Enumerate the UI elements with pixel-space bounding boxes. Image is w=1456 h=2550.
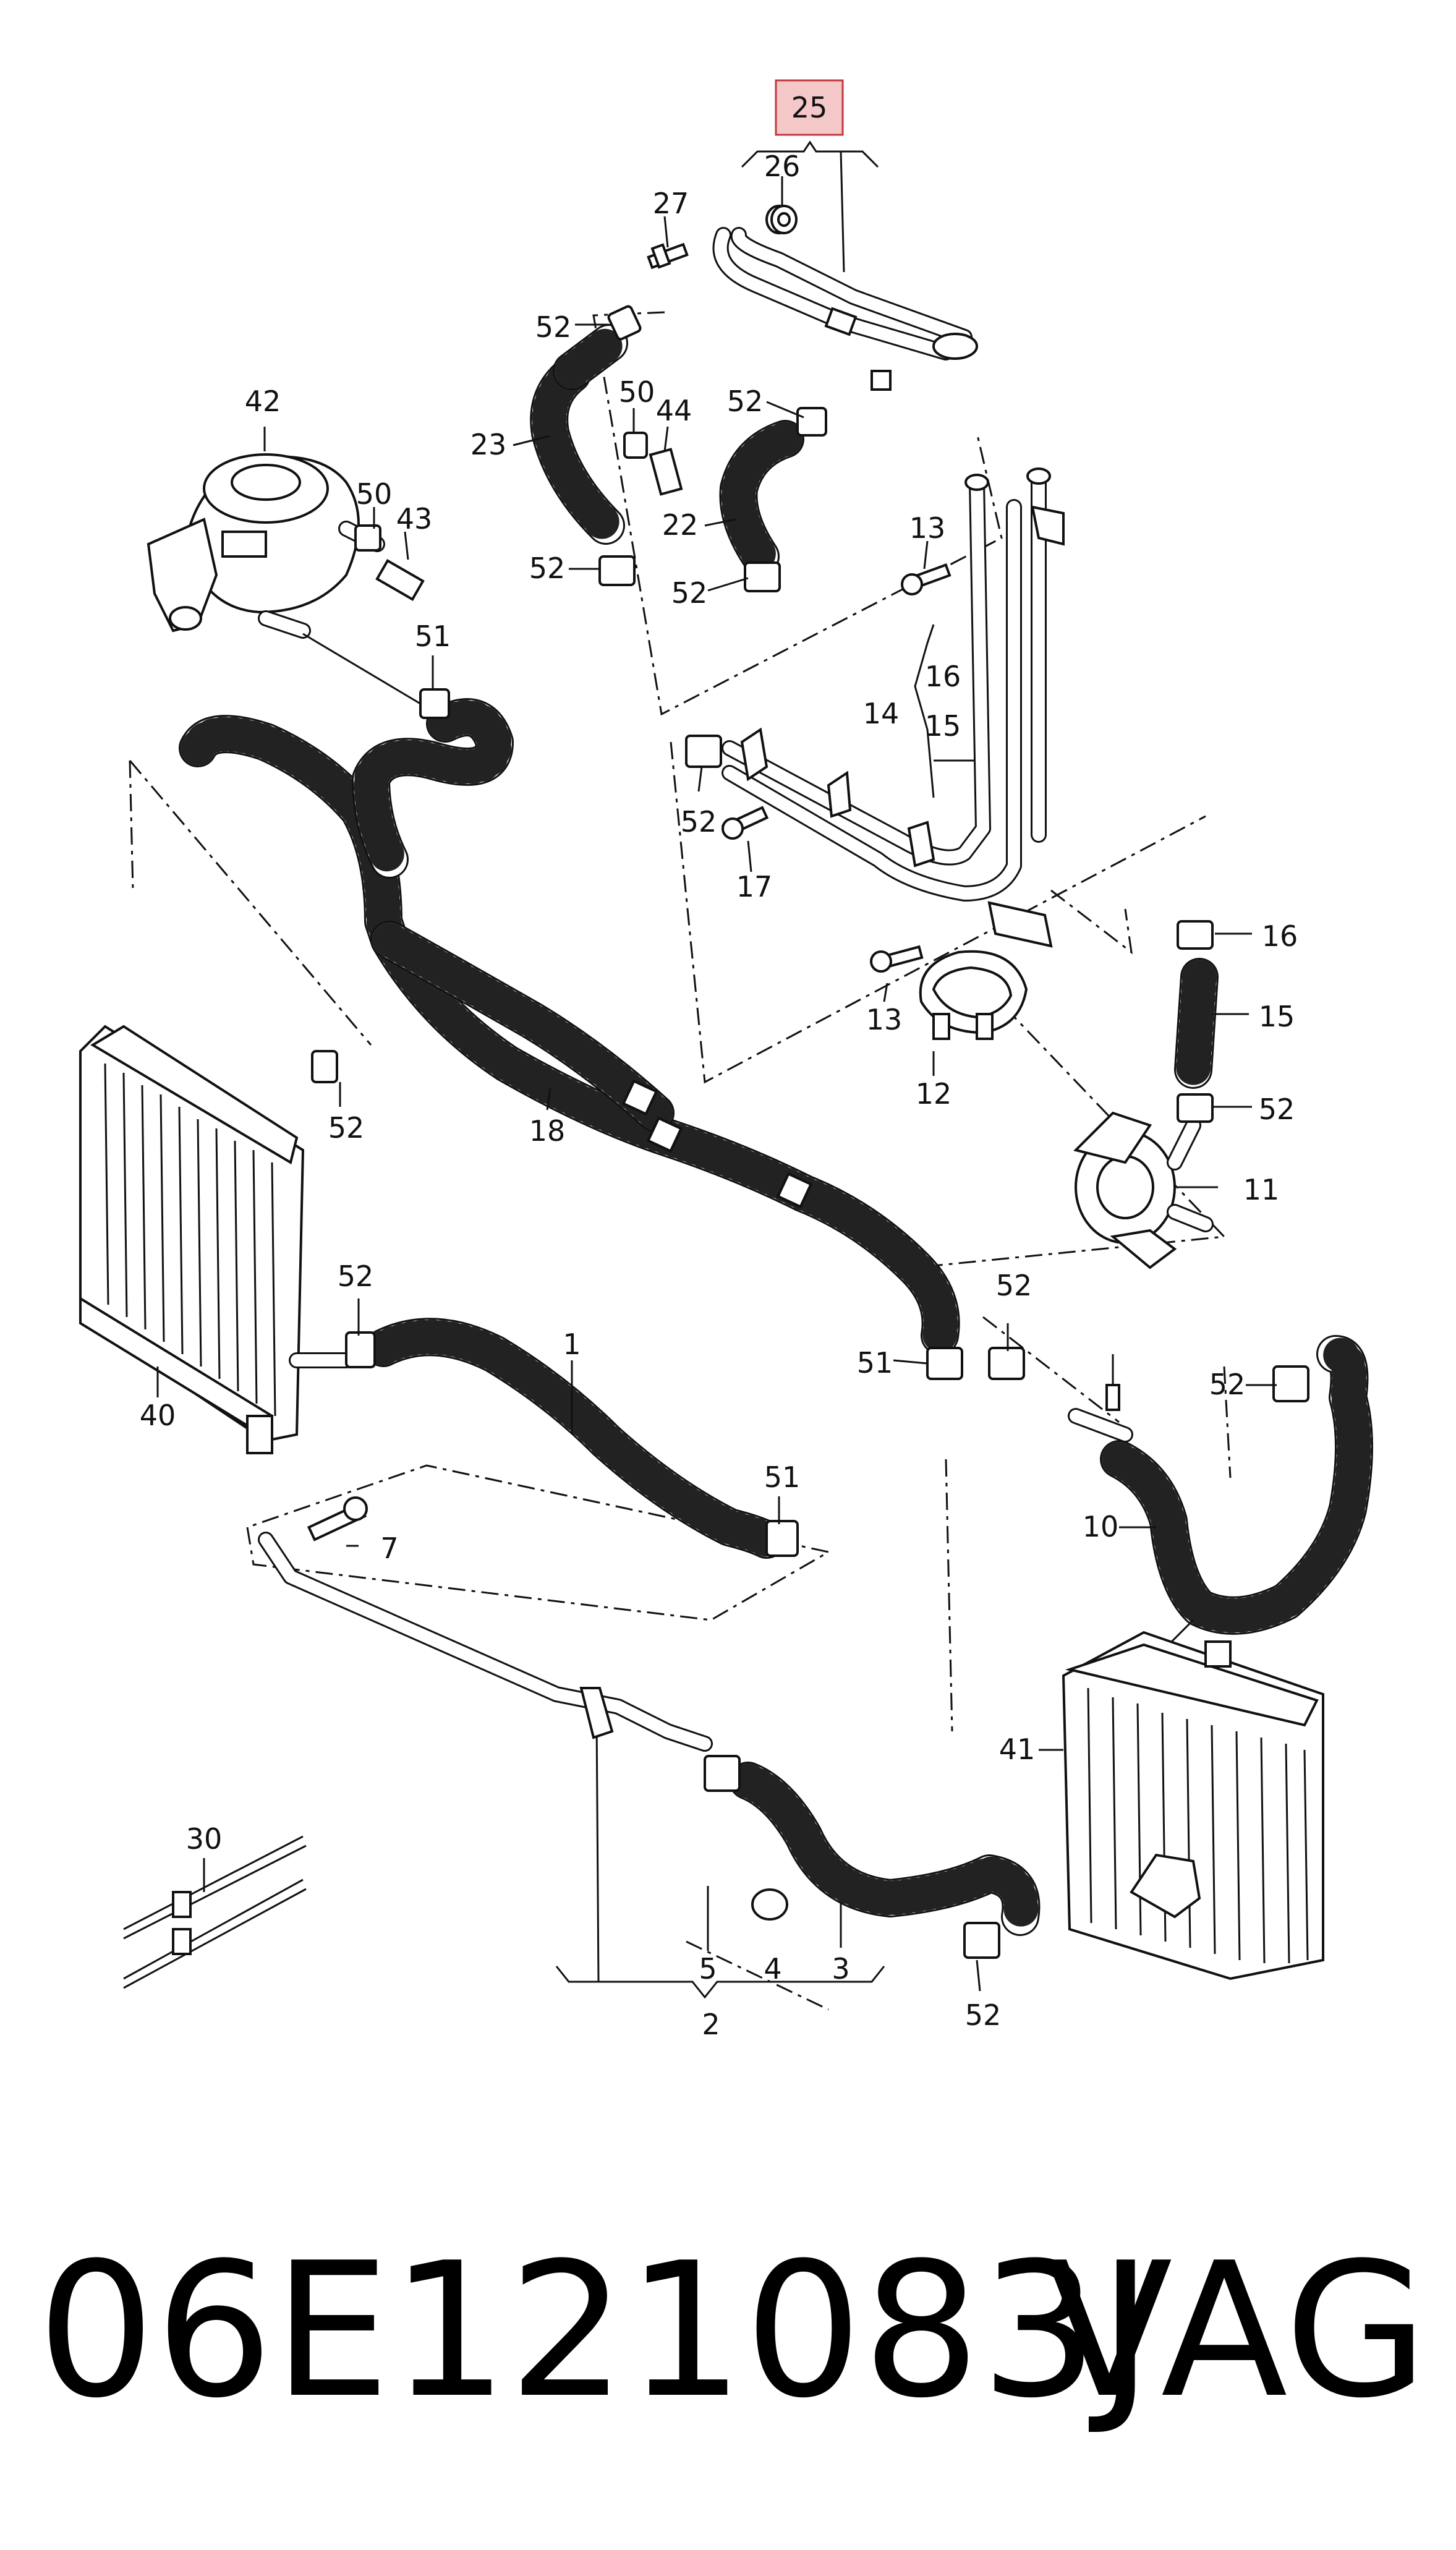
bolt-13-lower	[870, 945, 924, 973]
callout-52-e[interactable]: 52	[681, 805, 717, 838]
bolt-27	[647, 242, 689, 270]
callout-16-b[interactable]: 16	[1262, 919, 1298, 953]
callout-14[interactable]: 14	[863, 697, 900, 730]
callout-1[interactable]: 1	[563, 1328, 581, 1361]
callout-26[interactable]: 26	[764, 150, 801, 183]
o-ring-26-center	[777, 212, 791, 227]
callout-52-d[interactable]: 52	[671, 576, 708, 610]
radiator-40	[79, 1025, 354, 1454]
callout-30[interactable]: 30	[186, 1822, 223, 1856]
callout-labels: 25 26 27 52 42 50 44 52 23 50 43 22 13 5…	[140, 91, 1298, 2041]
radiator-41	[1062, 1631, 1324, 1981]
callout-40[interactable]: 40	[140, 1399, 176, 1432]
callout-15-b[interactable]: 15	[1259, 1000, 1295, 1033]
callout-27[interactable]: 27	[653, 187, 689, 220]
brand-label: VAG	[1045, 2223, 1428, 2439]
callout-52-c[interactable]: 52	[529, 552, 566, 585]
callout-15-a[interactable]: 15	[925, 709, 961, 743]
callout-51-a[interactable]: 51	[415, 620, 451, 653]
bolt-13-upper	[901, 563, 952, 595]
callout-25[interactable]: 25	[791, 91, 828, 124]
callout-42[interactable]: 42	[245, 385, 281, 418]
callout-16-a[interactable]: 16	[925, 660, 961, 693]
callout-25-highlight	[775, 79, 844, 136]
group-brackets	[555, 140, 989, 1999]
callout-52-j[interactable]: 52	[1209, 1368, 1246, 1401]
sleeve-43	[375, 559, 425, 601]
callout-52-k[interactable]: 52	[965, 1998, 1002, 2032]
leader-lines	[156, 176, 1277, 1992]
callout-3[interactable]: 3	[832, 1952, 849, 1985]
callout-52-g[interactable]: 52	[328, 1111, 365, 1145]
coolant-pump-11	[1073, 1111, 1214, 1269]
cable-ties-30	[123, 1835, 307, 1989]
callout-43[interactable]: 43	[396, 502, 433, 535]
callout-52-f[interactable]: 52	[1259, 1093, 1295, 1126]
callout-41[interactable]: 41	[999, 1733, 1036, 1766]
callout-4[interactable]: 4	[764, 1952, 781, 1985]
callout-13-b[interactable]: 13	[866, 1003, 903, 1036]
callout-52-b[interactable]: 52	[727, 385, 764, 418]
sleeve-44	[649, 448, 683, 496]
callout-18[interactable]: 18	[529, 1114, 566, 1148]
hose-18	[179, 698, 960, 1355]
callout-52-h[interactable]: 52	[338, 1260, 374, 1293]
callout-7[interactable]: 7	[380, 1532, 398, 1565]
callout-52-a[interactable]: 52	[535, 310, 572, 344]
bolt-7	[307, 1496, 368, 1542]
callout-12[interactable]: 12	[916, 1077, 952, 1111]
hose-1	[364, 1318, 786, 1559]
bolt-17	[721, 806, 769, 840]
hose-23	[530, 324, 628, 545]
hose-15	[1174, 958, 1219, 1089]
callout-11[interactable]: 11	[1243, 1173, 1280, 1206]
coolant-system-exploded-diagram: 25 26 27 52 42 50 44 52 23 50 43 22 13 5…	[79, 79, 1373, 2041]
callout-22[interactable]: 22	[662, 508, 699, 542]
pipe-assembly-25	[712, 205, 978, 391]
callout-52-i[interactable]: 52	[996, 1269, 1032, 1302]
callout-13-a[interactable]: 13	[909, 511, 946, 545]
assembly-outlines	[129, 311, 1232, 2011]
callout-10[interactable]: 10	[1083, 1510, 1119, 1543]
callout-50-b[interactable]: 50	[356, 477, 393, 511]
clamp-4	[751, 1888, 788, 1921]
clamps	[311, 305, 1309, 1959]
expansion-tank-42	[147, 453, 385, 639]
callout-51-c[interactable]: 51	[764, 1460, 801, 1494]
callout-2[interactable]: 2	[702, 2008, 720, 2041]
callout-17[interactable]: 17	[736, 870, 773, 903]
pipe-5	[258, 1532, 713, 1752]
hose-3	[729, 1762, 1041, 1936]
callout-5[interactable]: 5	[699, 1952, 717, 1985]
callout-51-b[interactable]: 51	[857, 1346, 893, 1379]
leader-tank-hose	[302, 633, 433, 712]
callout-23[interactable]: 23	[470, 428, 507, 461]
part-number: 06E121083J	[37, 2223, 1153, 2439]
bracket-12	[919, 950, 1028, 1040]
callout-50-a[interactable]: 50	[619, 375, 655, 409]
callout-44[interactable]: 44	[656, 394, 692, 427]
footer: 06E121083J VAG	[0, 2201, 1456, 2461]
hose-10	[1068, 1335, 1373, 1646]
hose-22	[719, 420, 804, 576]
pipe-assembly-14	[722, 467, 1065, 948]
